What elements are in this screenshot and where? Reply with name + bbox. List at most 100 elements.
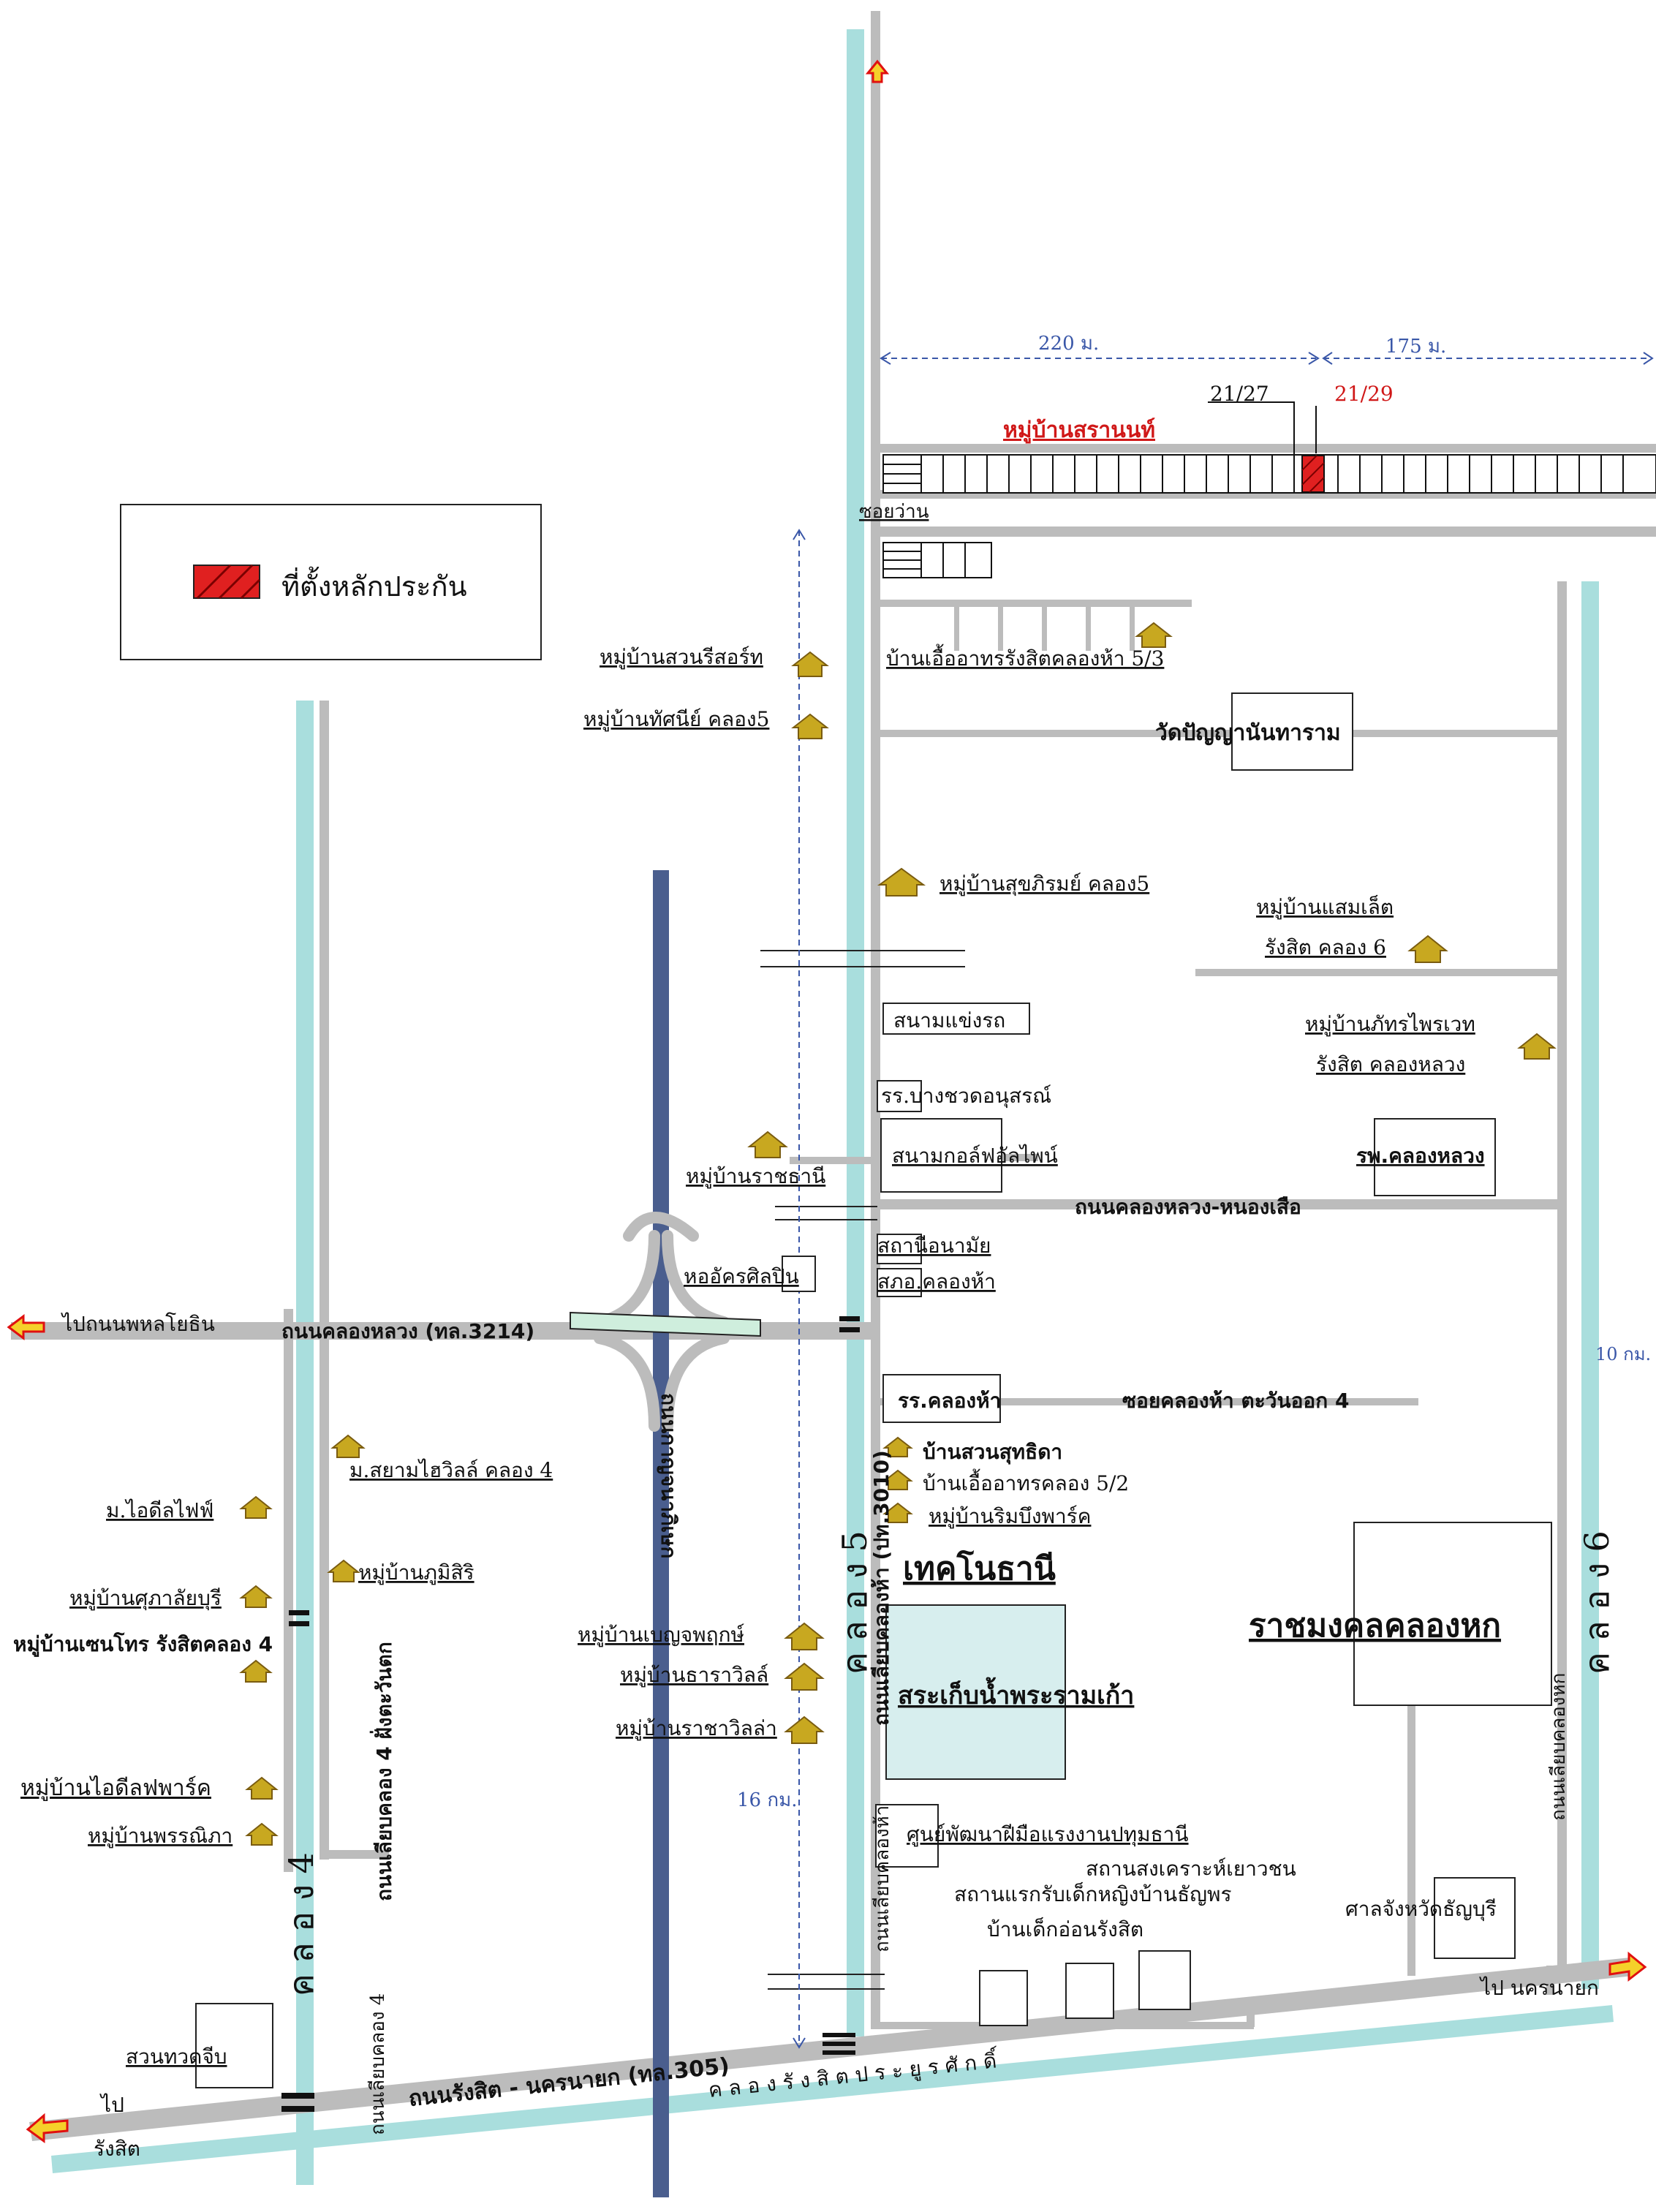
label-skill-center: ศูนย์พัฒนาฝีมือแรงงานปทุมธานี bbox=[907, 1822, 1189, 1847]
label-school-khlong5: รร.คลองห้า bbox=[898, 1389, 1001, 1413]
sarannt-road bbox=[874, 444, 1656, 453]
house-icon bbox=[239, 1659, 273, 1683]
label-siam-villa: ม.สยามไฮวิลล์ คลอง 4 bbox=[349, 1458, 553, 1482]
golf-box bbox=[880, 1118, 1002, 1193]
court-road bbox=[1546, 1966, 1554, 1995]
south-box-2 bbox=[1065, 1963, 1114, 2019]
label-suan-resort: หมู่บ้านสวนรีสอร์ท bbox=[600, 645, 763, 670]
house-icon bbox=[239, 1585, 273, 1608]
zoo-box bbox=[195, 2003, 273, 2088]
plot-2127: 21/27 bbox=[1210, 382, 1269, 406]
place-boxes bbox=[195, 692, 1552, 2088]
ratchathani-road bbox=[790, 1157, 874, 1164]
label-khlong-luang-nongsuea: ถนนคลองหลวง-หนองเสือ bbox=[1075, 1195, 1301, 1219]
label-khlong6-road: ถนนเลียบคลองหก bbox=[1548, 1673, 1570, 1821]
label-phanniphat: หมู่บ้านพรรณิภา bbox=[88, 1824, 232, 1849]
house-icon bbox=[747, 1130, 788, 1158]
label-khlong5-road-3010: ถนนเลียบคลองห้า (ปท.3010) bbox=[869, 1450, 893, 1726]
ua-arthorn-road bbox=[874, 600, 1192, 607]
collateral-hatch bbox=[1301, 455, 1325, 493]
label-ideal-life: ม.ไอดีลไฟฟ์ bbox=[106, 1498, 213, 1522]
label-stadium: สนามแข่งรถ bbox=[893, 1008, 1005, 1033]
khlong5-canal bbox=[847, 29, 864, 2037]
house-icon bbox=[1407, 935, 1448, 963]
label-sukprom: หมู่บ้านสุขภิรมย์ คลอง5 bbox=[939, 872, 1149, 896]
label-raj-khlong6: ราชมงคลคลองหก bbox=[1249, 1607, 1501, 1645]
house-icon bbox=[1135, 622, 1173, 648]
label-to-nakhonnayok: ไป นครนายก bbox=[1479, 1976, 1599, 2000]
label-ratchathani: หมู่บ้านราชธานี bbox=[686, 1164, 825, 1189]
label-youth-home: สถานสงเคราะห์เยาวชน bbox=[1086, 1857, 1296, 1881]
label-to-rangsit-2: รังสิต bbox=[94, 2137, 140, 2161]
khlong4-canal bbox=[296, 701, 314, 2185]
south-link bbox=[874, 2022, 1254, 2029]
distance-10: 10 กม. bbox=[1595, 1344, 1651, 1364]
label-khlong4-canal: ค ล อ ง 4 bbox=[281, 1852, 321, 1996]
label-benchaphruek: หมู่บ้านเบญจพฤกษ์ bbox=[578, 1623, 745, 1647]
label-khlong5-canal: ค ล อ ง 5 bbox=[835, 1530, 874, 1675]
label-rimbung: หมู่บ้านริมบึงพาร์ค bbox=[929, 1504, 1091, 1529]
school-khlong5-box bbox=[882, 1374, 1001, 1423]
label-court: ศาลจังหวัดธัญบุรี bbox=[1345, 1897, 1497, 1922]
label-soi-khlong5-east4: ซอยคลองห้า ตะวันออก 4 bbox=[1122, 1389, 1349, 1413]
label-wat-panya: วัดปัญญานันทาราม bbox=[1155, 720, 1341, 746]
label-khlong-luang-3214: ถนนคลองหลวง (ทล.3214) bbox=[281, 1319, 534, 1343]
house-icon bbox=[1517, 1033, 1557, 1060]
school-bangchatthanu-box bbox=[877, 1080, 922, 1112]
khlong4-branch bbox=[284, 1309, 293, 1872]
label-sarannt: หมู่บ้านสรานนท์ bbox=[1003, 418, 1155, 444]
art-hall-box bbox=[782, 1256, 816, 1292]
sarannt-plot-grid bbox=[882, 454, 1656, 578]
labels: 220 ม. 175 ม. 21/27 21/29 16 กม. 10 กม. … bbox=[13, 333, 1651, 2161]
samlet-road bbox=[1195, 969, 1567, 976]
double-bars bbox=[281, 1316, 860, 2112]
plot-leader-lines bbox=[1208, 401, 1317, 461]
south-box-3 bbox=[1138, 1950, 1191, 2010]
soi-khlong5-east4 bbox=[874, 1398, 1418, 1405]
label-phumisiri: หมู่บ้านภูมิสิริ bbox=[358, 1560, 475, 1585]
label-children-home: บ้านเด็กอ่อนรังสิต bbox=[987, 1917, 1143, 1941]
khlong-luang-nongsuea-road bbox=[874, 1199, 1567, 1209]
label-hospital: รพ.คลองหลวง bbox=[1356, 1144, 1485, 1168]
house-icon bbox=[784, 1662, 825, 1691]
distance-220: 220 ม. bbox=[1038, 333, 1099, 355]
label-khlong4-west-road: ถนนเลียบคลอง 4 ฝั่งตะวันตก bbox=[369, 1642, 396, 1901]
label-health-station: สถานีอนามัย bbox=[877, 1234, 991, 1258]
soi-wan-road bbox=[874, 526, 1656, 537]
distance-16: 16 กม. bbox=[737, 1789, 798, 1811]
house-icon bbox=[877, 867, 926, 896]
label-girls-home: สถานแรกรับเด็กหญิงบ้านธัญพร bbox=[954, 1881, 1232, 1906]
health-box bbox=[877, 1234, 922, 1264]
khlong6-road bbox=[1557, 581, 1567, 1967]
house-icon bbox=[327, 1559, 360, 1582]
ua-arthorn-comb bbox=[954, 607, 1135, 651]
label-khlong5-road-lower: ถนนเลียบคลองห้า bbox=[872, 1805, 893, 1952]
label-reservoir: สระเก็บน้ำพระรามเก้า bbox=[898, 1677, 1134, 1710]
rangsit-nakhonnayok-road bbox=[29, 1958, 1633, 2141]
legend-swatch-hatch bbox=[196, 564, 261, 600]
legend-swatch bbox=[193, 565, 260, 599]
label-kanchanaphisek: ถนนกาญจนาภิเษก bbox=[657, 1393, 681, 1558]
skill-center-box bbox=[875, 1804, 939, 1868]
house-icon bbox=[245, 1822, 279, 1846]
label-phattrai-1: หมู่บ้านภัทรไพรเวท bbox=[1305, 1012, 1475, 1037]
house-icon bbox=[784, 1715, 825, 1744]
legend-label: ที่ตั้งหลักประกัน bbox=[281, 566, 467, 603]
label-ua-arthorn-52: บ้านเอื้ออาทรคลอง 5/2 bbox=[923, 1468, 1129, 1495]
khlong4-road bbox=[320, 701, 329, 1860]
overpass bbox=[570, 1311, 761, 1337]
house-icons bbox=[239, 622, 1557, 1846]
roads bbox=[11, 11, 1656, 2141]
house-icon bbox=[882, 1469, 913, 1490]
wat-panya-road bbox=[874, 730, 1567, 737]
label-khlong4-road-lower: ถนนเลียบคลอง 4 bbox=[367, 1993, 389, 2135]
house-icon bbox=[791, 651, 829, 677]
sao-box bbox=[877, 1268, 922, 1297]
label-phattrai-2: รังสิต คลองหลวง bbox=[1316, 1052, 1465, 1076]
label-to-rangsit-1: ไป bbox=[99, 2093, 124, 2117]
distance-175: 175 ม. bbox=[1385, 336, 1446, 358]
house-icon bbox=[784, 1622, 825, 1650]
label-ideal-park: หมู่บ้านไอดีลฟพาร์ค bbox=[20, 1775, 211, 1801]
house-icon bbox=[330, 1434, 366, 1458]
